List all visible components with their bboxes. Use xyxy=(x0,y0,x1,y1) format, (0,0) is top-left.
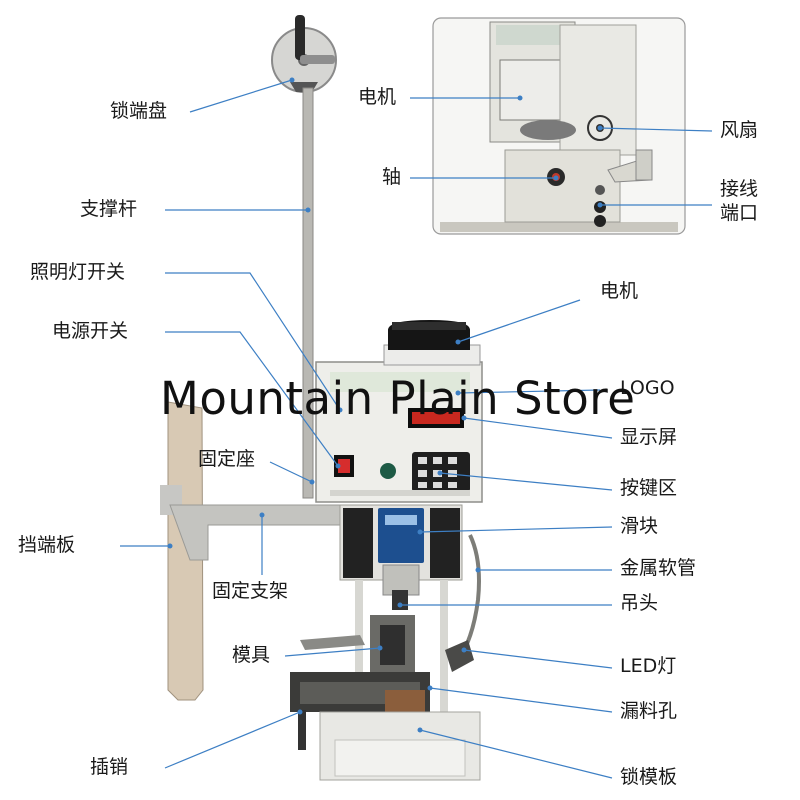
label-support-rod: 支撑杆 xyxy=(80,198,138,220)
label-end-stop-plate: 挡端板 xyxy=(18,534,76,556)
label-metal-hose: 金属软管 xyxy=(620,557,697,579)
label-inset-motor: 电机 xyxy=(358,86,397,108)
support-rod xyxy=(302,87,314,499)
label-power-switch: 电源开关 xyxy=(52,320,129,342)
label-inset-fan: 风扇 xyxy=(720,119,759,141)
slider-assembly xyxy=(290,504,481,781)
label-display: 显示屏 xyxy=(620,426,678,448)
label-fixed-bracket: 固定支架 xyxy=(212,580,289,602)
label-inset-terminal: 接线 端口 xyxy=(720,178,759,224)
label-drain-hole: 漏料孔 xyxy=(620,700,678,722)
label-light-switch: 照明灯开关 xyxy=(30,261,126,283)
label-logo: LOGO xyxy=(620,377,675,399)
label-slider: 滑块 xyxy=(620,515,659,537)
label-hanger-head: 吊头 xyxy=(620,592,659,614)
label-mold: 模具 xyxy=(232,644,271,666)
top-motor xyxy=(383,320,481,366)
label-fixed-seat: 固定座 xyxy=(198,448,256,470)
lock-disc xyxy=(271,15,337,93)
store-watermark: Mountain Plain Store xyxy=(160,372,636,425)
label-latch-pin: 插销 xyxy=(90,756,129,778)
label-inset-shaft: 轴 xyxy=(382,166,402,188)
inset-photo xyxy=(432,17,686,235)
label-motor: 电机 xyxy=(600,280,639,302)
label-lock-template: 锁模板 xyxy=(620,766,678,788)
label-keypad: 按键区 xyxy=(620,477,678,499)
fixed-bracket xyxy=(169,504,341,561)
leader-lines xyxy=(120,79,713,779)
label-lock-disc: 锁端盘 xyxy=(110,100,168,122)
label-led-light: LED灯 xyxy=(620,655,677,677)
